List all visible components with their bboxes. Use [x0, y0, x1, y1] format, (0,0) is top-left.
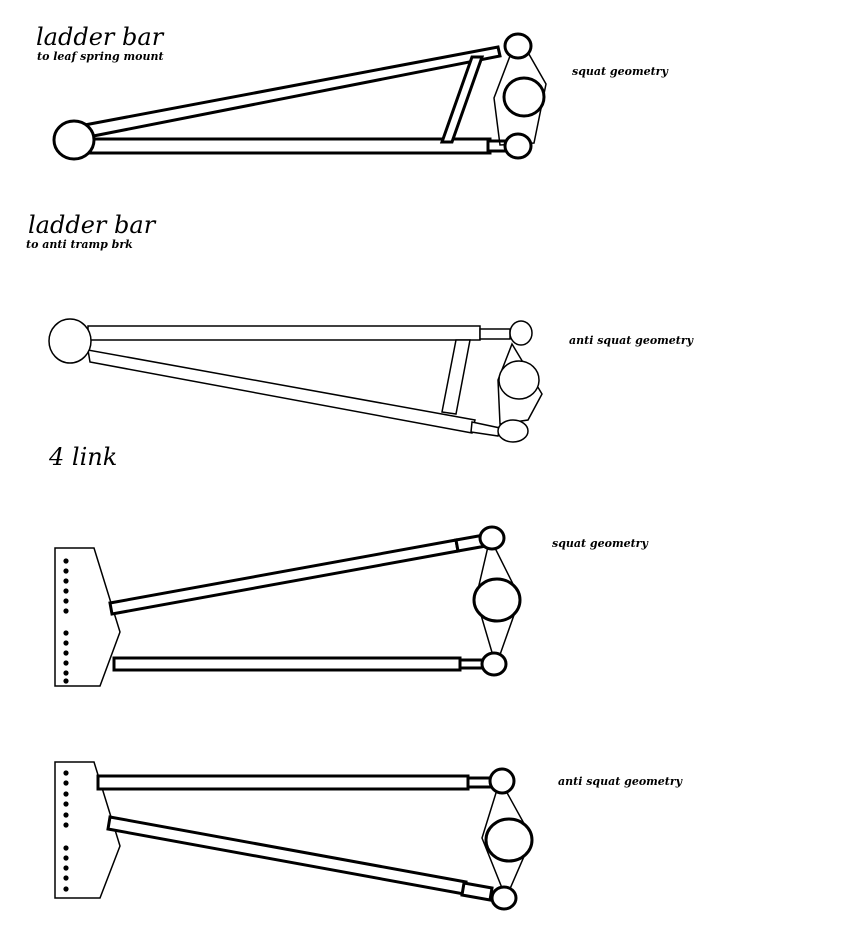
- section-2-title: ladder bar: [28, 211, 157, 239]
- section-1-title: ladder bar: [36, 23, 165, 51]
- upper-mount-circle: [488, 767, 516, 795]
- axle-circle: [498, 360, 540, 400]
- lower-link-end: [458, 658, 486, 670]
- vertical-brace: [441, 339, 471, 415]
- diagonal-brace: [439, 55, 485, 144]
- diagram-4-link-anti-squat: anti squat geometry: [54, 761, 684, 911]
- upper-link-end: [466, 776, 494, 789]
- upper-bar: [87, 325, 481, 341]
- upper-link: [96, 774, 470, 791]
- lower-mount-circle: [497, 419, 529, 443]
- diagram-ladder-bar-anti-tramp: ladder bar to anti tramp brk anti squat …: [26, 211, 695, 443]
- upper-mount-circle: [478, 525, 506, 551]
- section-4-geometry-label: anti squat geometry: [558, 775, 684, 788]
- bracket-holes: [63, 770, 69, 892]
- chassis-bracket: [54, 547, 121, 687]
- axle-circle: [484, 817, 534, 863]
- pivot-circle: [48, 318, 92, 364]
- axle-circle: [472, 577, 522, 623]
- lower-mount-circle: [480, 651, 508, 677]
- section-3-geometry-label: squat geometry: [552, 537, 649, 550]
- section-2-geometry-label: anti squat geometry: [569, 334, 695, 347]
- lower-link-end: [460, 881, 494, 902]
- diagram-ladder-bar-leaf-spring: ladder bar to leaf spring mount squat ge…: [36, 23, 669, 161]
- section-2-subtitle: to anti tramp brk: [26, 238, 133, 251]
- lower-bar-end: [470, 421, 501, 437]
- lower-mount-circle: [490, 885, 518, 911]
- lower-bar: [74, 137, 492, 155]
- lower-link: [112, 656, 462, 672]
- upper-bar-end: [479, 328, 511, 340]
- lower-bar-end: [486, 139, 508, 153]
- section-1-geometry-label: squat geometry: [572, 65, 669, 78]
- lower-mount-circle: [503, 132, 533, 160]
- diagram-4-link-squat: 4 link squat geometry: [48, 443, 649, 687]
- upper-link: [108, 538, 460, 616]
- axle-circle: [502, 76, 546, 118]
- upper-mount-circle: [503, 32, 533, 60]
- lower-diagonal-bar: [87, 349, 476, 434]
- lower-link: [106, 815, 468, 896]
- chassis-bracket: [54, 761, 121, 899]
- bracket-holes: [63, 558, 69, 684]
- section-3-title: 4 link: [48, 443, 117, 471]
- pivot-circle: [52, 119, 96, 161]
- section-1-subtitle: to leaf spring mount: [37, 50, 164, 63]
- upper-mount-circle: [509, 320, 533, 346]
